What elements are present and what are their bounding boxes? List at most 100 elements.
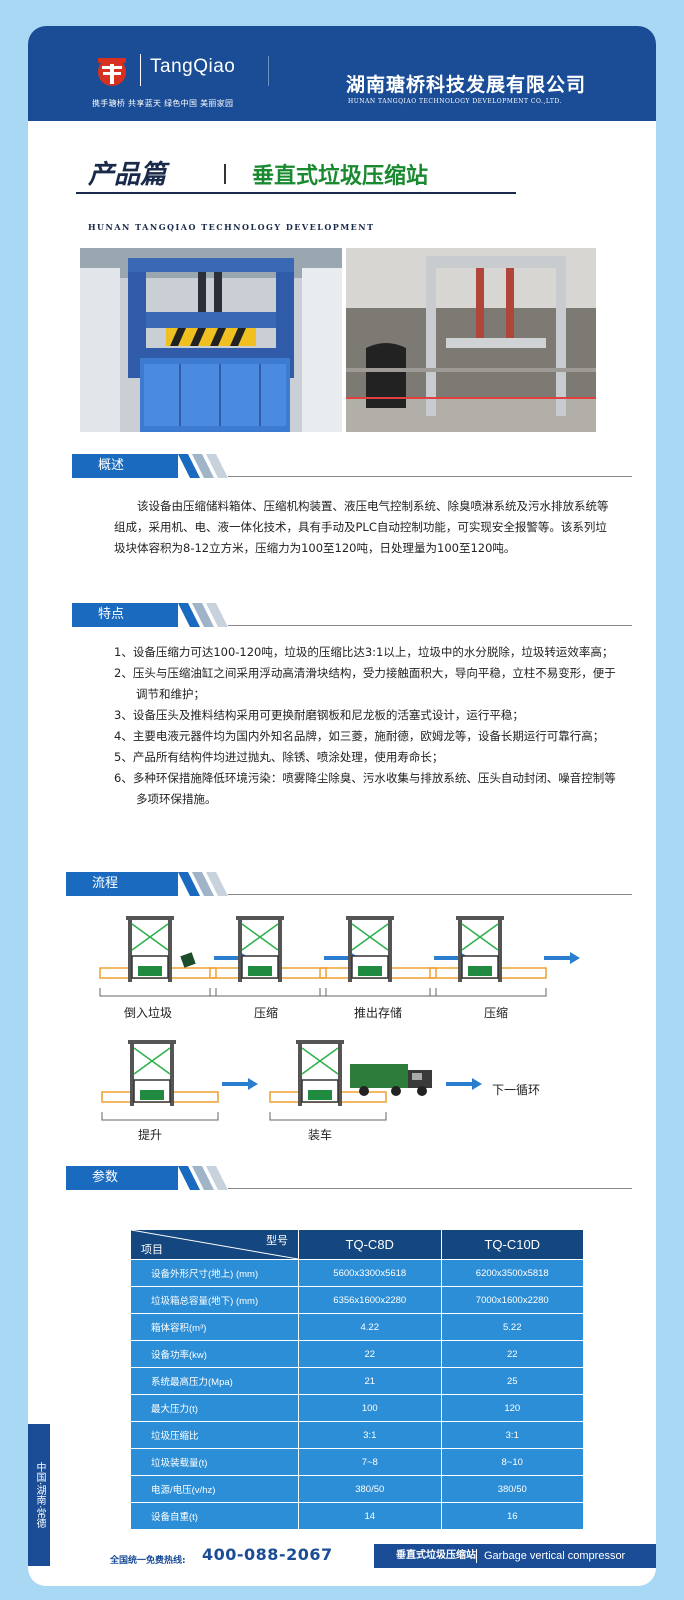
footer-product-en: Garbage vertical compressor [484, 1550, 626, 1562]
feature-item: 3、设备压头及推料结构采用可更换耐磨钢板和尼龙板的活塞式设计，运行平稳； [114, 708, 524, 722]
company-name-en: HUNAN TANGQIAO TECHNOLOGY DEVELOPMENT CO… [348, 98, 562, 105]
hotline-number: 400-088-2067 [202, 1545, 333, 1564]
section-params-header: 参数 [66, 1166, 632, 1190]
header-divider [268, 56, 269, 86]
feature-item: 5、产品所有结构件均进过抛丸、除锈、喷涂处理，使用寿命长； [114, 750, 444, 764]
arrow-right-icon [446, 1076, 482, 1095]
footer-product-cn: 垂直式垃圾压缩站 [396, 1550, 476, 1561]
product-photo-right [346, 248, 596, 432]
param-value-cell: 380/50 [298, 1475, 442, 1503]
section-stripes-icon [178, 603, 228, 627]
param-value-cell: 120 [440, 1394, 584, 1422]
param-name-cell: 设备外形尺寸(地上) (mm) [130, 1259, 299, 1287]
footer-separator [476, 1549, 477, 1563]
title-divider [224, 164, 226, 184]
param-value-cell: 100 [298, 1394, 442, 1422]
section-process-title: 流程 [66, 872, 178, 896]
arrow-right-icon [222, 1076, 258, 1095]
param-name-cell: 电源/电压(v/hz) [130, 1475, 299, 1503]
param-name-cell: 垃圾箱总容量(地下) (mm) [130, 1286, 299, 1314]
overview-text: 该设备由压缩储料箱体、压缩机构装置、液压电气控制系统、除臭喷淋系统及污水排放系统… [114, 499, 609, 555]
arrow-right-icon [544, 950, 580, 969]
feature-item: 4、主要电液元器件均为国内外知名品牌，如三菱，施耐德，欧姆龙等，设备长期运行可靠… [114, 729, 605, 743]
diagonal-line-icon [131, 1230, 298, 1259]
logo-separator [140, 54, 141, 86]
model-header: TQ-C8D [298, 1229, 442, 1260]
param-value-cell: 14 [298, 1502, 442, 1530]
section-rule [228, 625, 632, 626]
feature-item: 2、压头与压缩油缸之间采用浮动高清滑块结构，受力接触面积大，导向平稳，立柱不易变… [114, 666, 616, 701]
header-model-label: 型号 [266, 1235, 288, 1247]
product-title: 垂直式垃圾压缩站 [252, 164, 429, 189]
slogan: 携手瑭桥 共享蓝天 绿色中国 美丽家园 [92, 99, 234, 108]
section-rule [228, 476, 632, 477]
params-header-row: 型号 项目 TQ-C8D TQ-C10D [130, 1229, 584, 1260]
process-step-label: 压缩 [484, 1006, 509, 1020]
section-features-title: 特点 [72, 603, 178, 627]
overview-paragraph: 该设备由压缩储料箱体、压缩机构装置、液压电气控制系统、除臭喷淋系统及污水排放系统… [114, 496, 614, 559]
logo-text: TangQiao [150, 56, 236, 77]
section-rule [228, 1188, 632, 1189]
param-value-cell: 4.22 [298, 1313, 442, 1341]
process-step-label: 装车 [308, 1128, 333, 1142]
process-machine-diagram [208, 910, 328, 1004]
param-value-cell: 8~10 [440, 1448, 584, 1476]
params-corner-cell: 型号 项目 [130, 1229, 299, 1260]
param-name-cell: 最大压力(t) [130, 1394, 299, 1422]
param-value-cell: 25 [440, 1367, 584, 1395]
param-name-cell: 垃圾装载量(t) [130, 1448, 299, 1476]
process-step-label: 提升 [138, 1128, 163, 1142]
param-name-cell: 箱体容积(m³) [130, 1313, 299, 1341]
section-stripes-icon [178, 1166, 228, 1190]
process-step-label: 倒入垃圾 [124, 1006, 173, 1020]
section-process-header: 流程 [66, 872, 632, 896]
company-name: 湖南瑭桥科技发展有限公司 [346, 74, 587, 96]
hotline-label: 全国统一免费热线: [110, 1556, 186, 1566]
process-machine-diagram [268, 1034, 388, 1128]
param-name-cell: 垃圾压缩比 [130, 1421, 299, 1449]
product-title-block: 产品篇 垂直式垃圾压缩站 [76, 154, 516, 204]
section-stripes-icon [178, 454, 228, 478]
param-value-cell: 16 [440, 1502, 584, 1530]
param-value-cell: 5600x3300x5618 [298, 1259, 442, 1287]
param-name-cell: 设备功率(kw) [130, 1340, 299, 1368]
process-machine-diagram [318, 910, 438, 1004]
features-list: 1、设备压缩力可达100-120吨，垃圾的压缩比达3:1以上，垃圾中的水分脱除，… [114, 642, 624, 810]
location-side-label: 中国·湖南·常德 [28, 1424, 50, 1566]
param-value-cell: 7~8 [298, 1448, 442, 1476]
process-machine-diagram [98, 910, 218, 1004]
section-overview-title: 概述 [72, 454, 178, 478]
section-features-header: 特点 [72, 603, 632, 627]
param-name-cell: 系统最高压力(Mpa) [130, 1367, 299, 1395]
param-value-cell: 22 [298, 1340, 442, 1368]
process-next-label: 下一循环 [492, 1083, 541, 1097]
param-name-cell: 设备自重(t) [130, 1502, 299, 1530]
process-machine-diagram [428, 910, 548, 1004]
process-step-label: 压缩 [254, 1006, 279, 1020]
param-value-cell: 5.22 [440, 1313, 584, 1341]
param-value-cell: 6200x3500x5818 [440, 1259, 584, 1287]
truck-icon [348, 1058, 438, 1102]
param-value-cell: 22 [440, 1340, 584, 1368]
process-machine-diagram [100, 1034, 220, 1128]
process-step-label: 推出存储 [354, 1006, 403, 1020]
header-item-label: 项目 [141, 1244, 163, 1256]
category-title: 产品篇 [88, 160, 167, 190]
param-value-cell: 7000x1600x2280 [440, 1286, 584, 1314]
header-bar: TangQiao 携手瑭桥 共享蓝天 绿色中国 美丽家园 湖南瑭桥科技发展有限公… [28, 26, 656, 121]
title-subtitle-en: HUNAN TANGQIAO TECHNOLOGY DEVELOPMENT [88, 222, 375, 232]
param-value-cell: 21 [298, 1367, 442, 1395]
params-table: 型号 项目 TQ-C8D TQ-C10D 设备外形尺寸(地上) (mm)5600… [130, 1229, 584, 1530]
model-header: TQ-C10D [440, 1229, 584, 1260]
feature-item: 6、多种环保措施降低环境污染：喷雾降尘除臭、污水收集与排放系统、压头自动封闭、噪… [114, 771, 616, 806]
feature-item: 1、设备压缩力可达100-120吨，垃圾的压缩比达3:1以上，垃圾中的水分脱除，… [114, 645, 614, 659]
section-overview-header: 概述 [72, 454, 632, 478]
